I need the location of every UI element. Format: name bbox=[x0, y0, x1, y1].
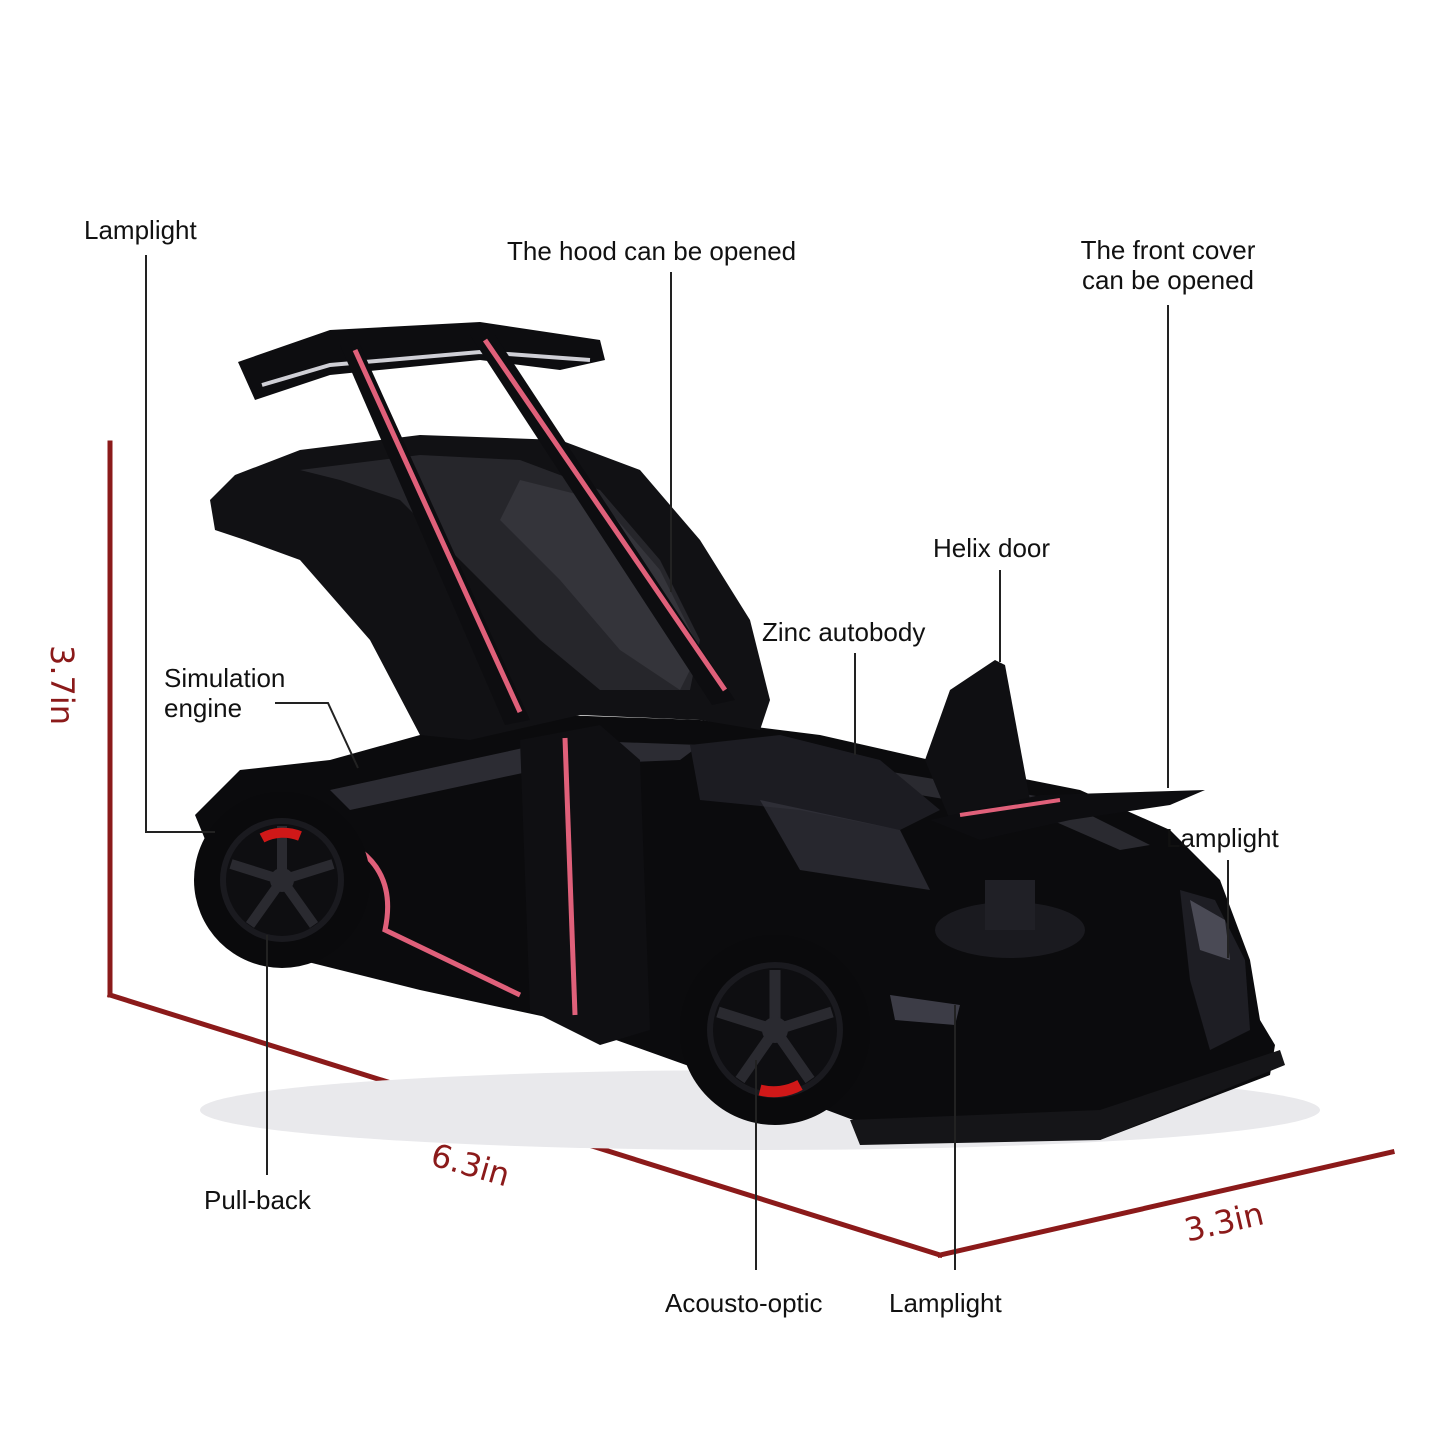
car-illustration bbox=[194, 322, 1320, 1150]
front-wheel bbox=[680, 935, 870, 1125]
callout-front-cover-line2: can be opened bbox=[1081, 265, 1255, 295]
callout-simulation-engine-line1: Simulation bbox=[164, 663, 286, 693]
callout-lamplight-front-right: Lamplight bbox=[1166, 823, 1279, 853]
callout-helix-door: Helix door bbox=[933, 533, 1051, 563]
width-dimension-line bbox=[937, 1149, 1395, 1258]
callout-simulation-engine: Simulation engine bbox=[164, 663, 285, 723]
callout-acousto-optic: Acousto-optic bbox=[665, 1288, 823, 1318]
leader-lamplight-rear bbox=[145, 255, 215, 833]
callout-front-cover-line1: The front cover bbox=[1080, 235, 1256, 265]
rear-wheel bbox=[194, 792, 370, 968]
callout-hood: The hood can be opened bbox=[507, 236, 797, 266]
callout-zinc-autobody: Zinc autobody bbox=[762, 617, 926, 647]
callout-simulation-engine-line2: engine bbox=[164, 693, 243, 723]
callout-front-cover: The front cover can be opened bbox=[1058, 235, 1278, 295]
leader-simulation-engine bbox=[275, 702, 359, 769]
callout-pull-back: Pull-back bbox=[204, 1185, 311, 1215]
callout-lamplight-rear: Lamplight bbox=[84, 215, 197, 245]
dimension-height-label: 3.7in bbox=[43, 644, 82, 726]
callout-lamplight-front: Lamplight bbox=[889, 1288, 1002, 1318]
leader-lines bbox=[145, 255, 1229, 1270]
